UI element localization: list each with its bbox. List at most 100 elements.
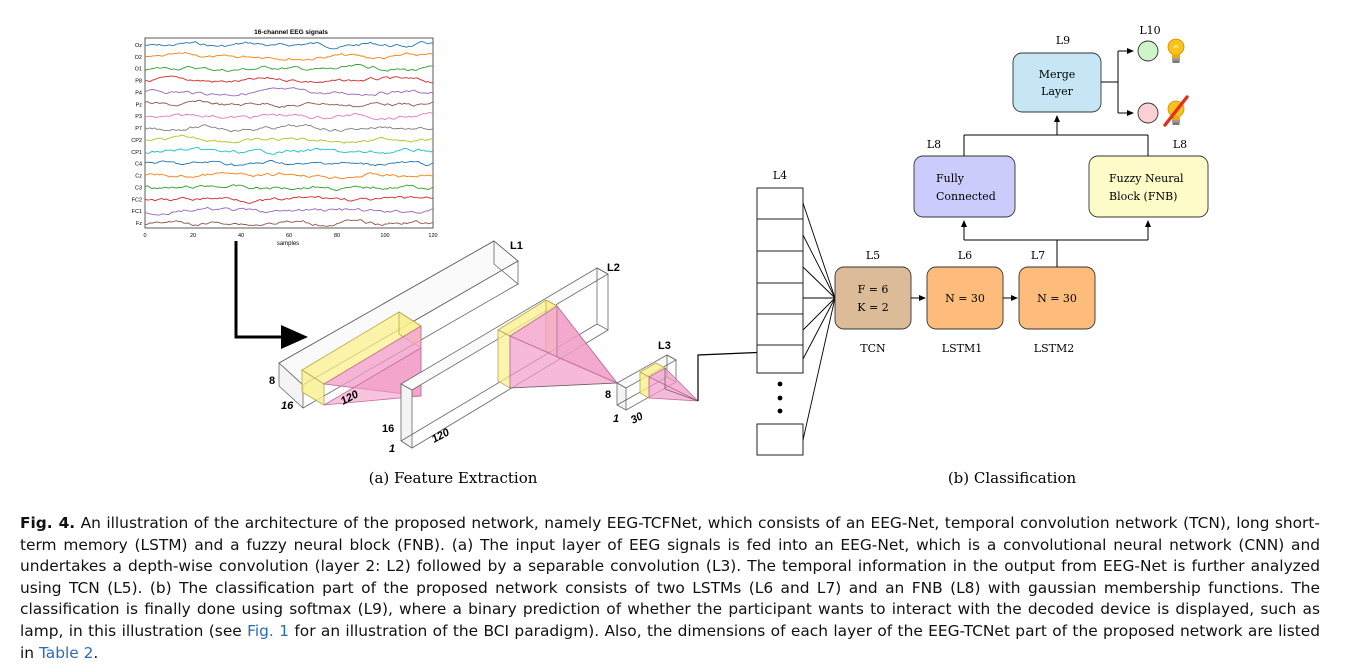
eeg-trace-pz	[144, 99, 434, 109]
l2-dim-width: 120	[430, 426, 453, 446]
l1-dim-depth: 16	[281, 400, 294, 412]
l3-label: L3	[658, 340, 671, 352]
eeg-x-tick: 100	[380, 233, 389, 239]
input-arrow	[234, 241, 308, 349]
lightbulb-on-icon	[1167, 38, 1185, 63]
eeg-trace-cp1	[144, 146, 434, 155]
output-node-off	[1137, 102, 1159, 124]
l1-block	[278, 240, 519, 409]
eeg-channel-label: C4	[135, 162, 142, 168]
eeg-trace-p7	[144, 124, 434, 133]
table2-reference-link[interactable]: Table 2	[38, 643, 94, 662]
eeg-channel-label: P7	[135, 126, 142, 132]
l2-dim-height: 16	[382, 423, 394, 435]
tcn-layer-label: L5	[866, 249, 880, 262]
l4-vector	[756, 187, 804, 456]
figure-label: Fig. 4.	[20, 514, 76, 532]
lstm1-name: LSTM1	[942, 342, 982, 355]
lstm2-layer-label: L7	[1031, 249, 1045, 262]
merge-layer-label: L9	[1056, 34, 1070, 47]
fc-line2: Connected	[936, 190, 996, 203]
merge-arrows	[963, 115, 1149, 156]
l3-dim-height: 8	[605, 389, 611, 401]
ellipsis-dots	[777, 381, 783, 414]
eeg-plot: 16-channel EEG signals OzO2O1P8P4PzP3P7C…	[131, 29, 437, 247]
l4-label: L4	[773, 169, 787, 182]
eeg-x-tick: 0	[143, 233, 146, 239]
fc-line1: Fully	[936, 172, 965, 185]
eeg-channel-label: O1	[135, 67, 142, 73]
eeg-plot-title: 16-channel EEG signals	[254, 29, 328, 36]
lstm1-box: N = 30	[926, 266, 1004, 330]
eeg-channel-label: Cz	[135, 174, 142, 180]
eeg-trace-fc1	[144, 206, 434, 216]
eeg-x-tick: 80	[334, 233, 340, 239]
fnb-layer-label: L8	[1173, 138, 1187, 151]
lstm2-box: N = 30	[1018, 266, 1096, 330]
eeg-channel-label: Oz	[135, 43, 142, 49]
eeg-trace-p8	[144, 75, 434, 84]
caption-text-part1: An illustration of the architecture of t…	[20, 514, 1320, 640]
fnb-box: Fuzzy Neural Block (FNB)	[1088, 155, 1209, 218]
output-arrows	[1101, 48, 1134, 116]
eeg-trace-fz	[144, 219, 434, 227]
lstm1-layer-label: L6	[958, 249, 972, 262]
caption-text-part3: .	[93, 643, 99, 662]
eeg-plot-frame	[144, 37, 434, 229]
fig1-reference-link[interactable]: Fig. 1	[247, 621, 289, 640]
l3-block	[616, 354, 699, 411]
eeg-trace-oz	[144, 41, 434, 50]
eeg-x-tick: 60	[286, 233, 292, 239]
eeg-trace-p4	[144, 87, 434, 97]
l3-to-l4-arrow	[697, 348, 771, 401]
merge-layer-box: Merge Layer	[1012, 52, 1102, 113]
lstm2-units: N = 30	[1037, 292, 1077, 305]
eeg-channel-label: FC2	[132, 197, 142, 203]
merge-line1: Merge	[1039, 68, 1076, 81]
l4-to-tcn-connections	[802, 202, 836, 441]
eeg-x-tick: 20	[190, 233, 196, 239]
eeg-channel-label: C3	[135, 185, 142, 191]
tcn-kernel: K = 2	[857, 301, 888, 314]
eeg-channel-label: CP2	[131, 138, 142, 144]
tcn-box: F = 6 K = 2	[834, 266, 912, 330]
eeg-trace-p3	[144, 112, 434, 121]
tcn-filters: F = 6	[858, 283, 889, 296]
l3-dim-width: 30	[629, 410, 646, 427]
output-node-on	[1137, 40, 1159, 62]
subcaption-b: (b) Classification	[948, 469, 1077, 487]
eeg-trace-o2	[144, 51, 434, 61]
tcn-name: TCN	[860, 342, 886, 355]
subcaption-a: (a) Feature Extraction	[369, 469, 538, 487]
eeg-channel-label: FC1	[132, 209, 142, 215]
l1-label: L1	[510, 240, 523, 252]
eeg-channel-label: Pz	[136, 102, 143, 108]
lstm1-units: N = 30	[945, 292, 985, 305]
eeg-trace-o1	[144, 64, 434, 72]
eeg-trace-cz	[144, 171, 434, 180]
eeg-trace-c3	[144, 184, 434, 191]
lstm2-split-arrows	[961, 220, 1151, 267]
eeg-trace-cp2	[144, 134, 434, 144]
l2-label: L2	[607, 262, 620, 274]
eeg-trace-c4	[144, 160, 434, 167]
l2-block	[400, 267, 618, 449]
l3-dim-depth: 1	[613, 413, 619, 425]
fnb-line1: Fuzzy Neural	[1109, 172, 1184, 185]
eeg-traces	[144, 41, 434, 227]
fnb-line2: Block (FNB)	[1109, 190, 1177, 203]
lstm2-name: LSTM2	[1034, 342, 1074, 355]
figure-canvas: 16-channel EEG signals OzO2O1P8P4PzP3P7C…	[131, 24, 1209, 487]
eeg-xlabel: samples	[277, 241, 299, 247]
eeg-trace-fc2	[144, 195, 434, 204]
figure-caption: Fig. 4. An illustration of the architect…	[20, 513, 1320, 664]
eeg-channel-label: P3	[135, 114, 142, 120]
eeg-x-tick: 40	[238, 233, 244, 239]
fully-connected-box: Fully Connected	[913, 155, 1016, 218]
eeg-channel-label: O2	[135, 55, 142, 61]
eeg-channel-label: P8	[135, 79, 142, 85]
output-layer-label: L10	[1139, 24, 1160, 37]
eeg-channel-label: Fz	[136, 221, 142, 227]
